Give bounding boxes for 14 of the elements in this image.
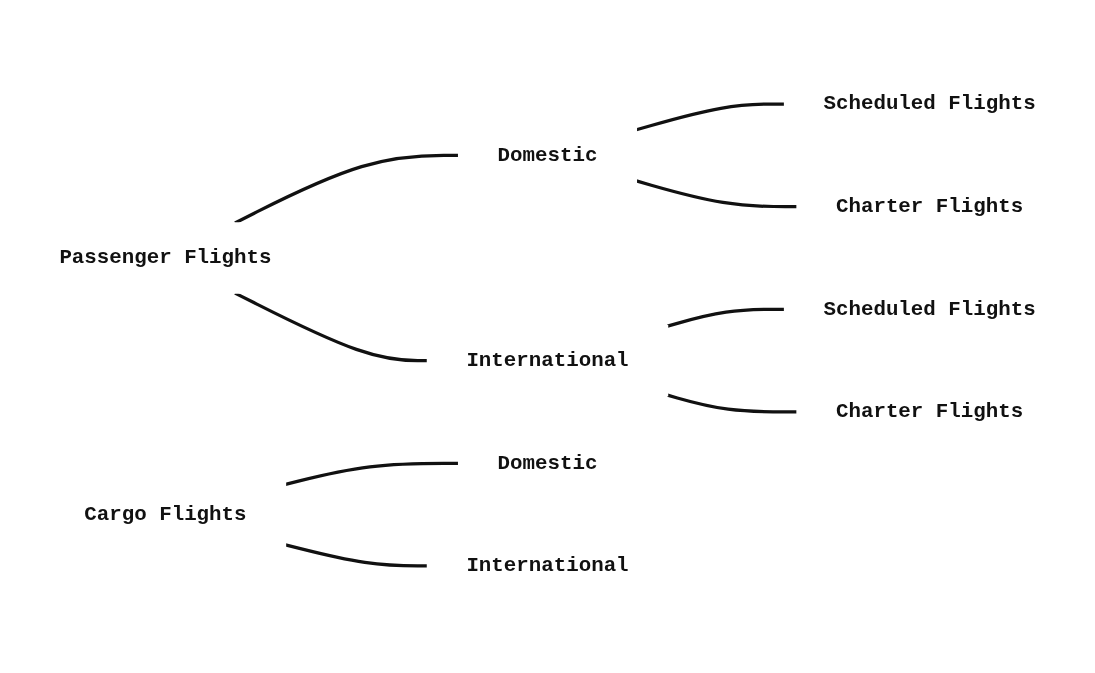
- node-text: Domestic: [497, 143, 598, 168]
- connector: [667, 307, 785, 328]
- node-text: International: [466, 348, 629, 373]
- node-text: Scheduled Flights: [823, 92, 1036, 116]
- node-text: Charter Flights: [835, 194, 1024, 219]
- connector: [285, 461, 459, 486]
- connector: [285, 543, 428, 568]
- connector: [667, 393, 797, 414]
- node-text: Passenger Flights: [59, 246, 272, 270]
- node-text: Cargo Flights: [84, 502, 247, 527]
- node-text: Domestic: [497, 451, 598, 476]
- node-text: International: [466, 554, 629, 578]
- node-text: Charter Flights: [835, 400, 1024, 424]
- node-text: Scheduled Flights: [823, 297, 1036, 322]
